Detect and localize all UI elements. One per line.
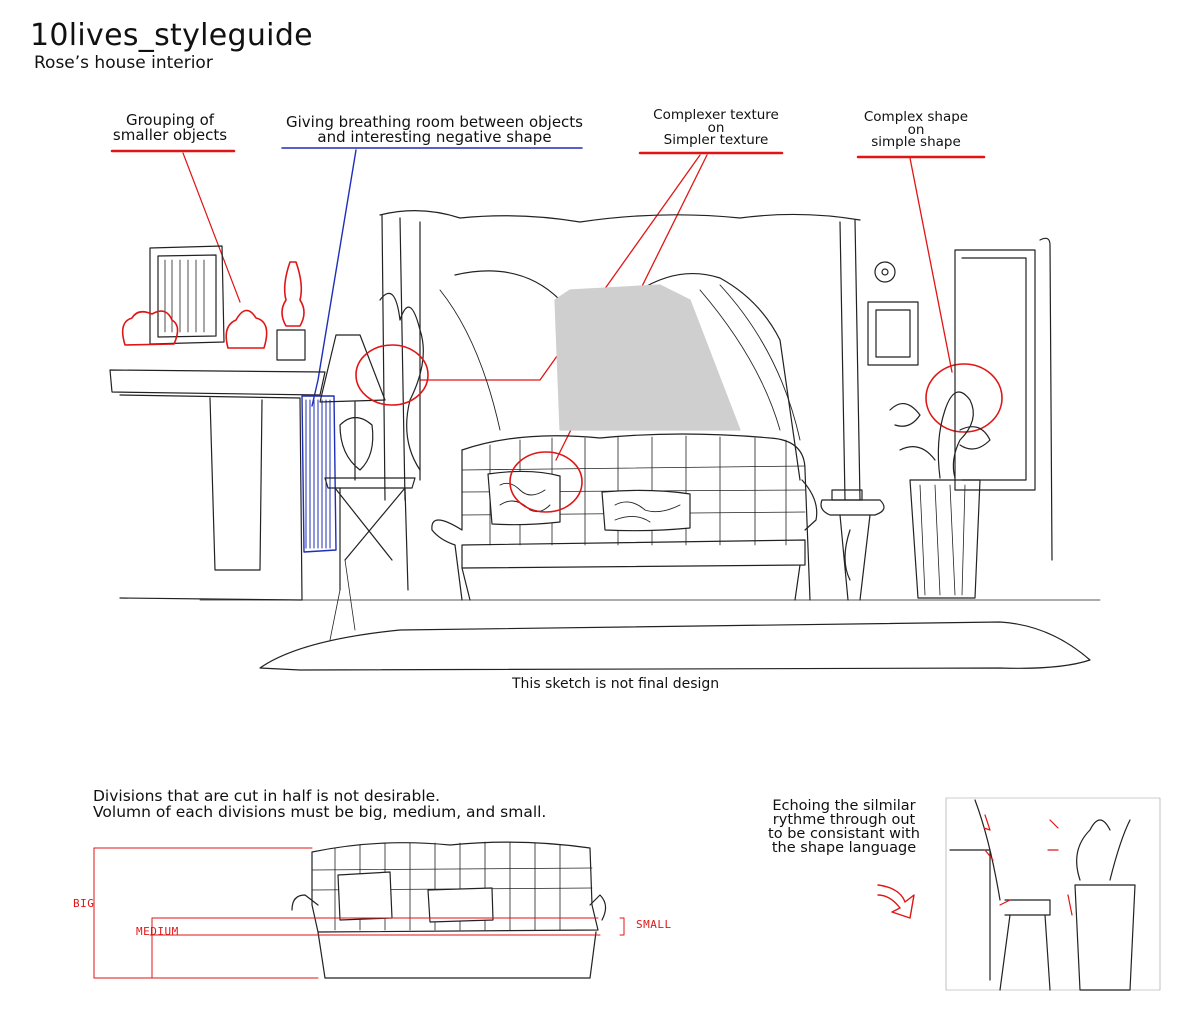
label-small: SMALL <box>636 918 672 931</box>
door-frame <box>954 249 1036 491</box>
echo-line2: rythme through out <box>772 812 916 828</box>
leader-texture-a <box>419 154 701 381</box>
cushion-left-pattern <box>499 482 551 513</box>
label-medium: MEDIUM <box>136 925 179 938</box>
sofa-left-arm <box>431 449 463 601</box>
curtain-left-folds <box>381 214 421 501</box>
annotation-texture-line2: on <box>707 119 725 136</box>
annotation-grouping-line2: smaller objects <box>112 126 228 144</box>
measure-small-bracket <box>619 917 625 936</box>
floor-strokes <box>329 559 356 641</box>
circle-cushion <box>509 451 583 513</box>
page-subtitle: Rose’s house interior <box>34 53 213 73</box>
plant-pot-left <box>121 310 179 346</box>
plant-right-leaves <box>889 403 991 461</box>
picture-stripes <box>164 259 205 333</box>
wall-clock <box>874 261 896 283</box>
annotation-breathing-line2: and interesting negative shape <box>317 128 552 146</box>
side-table-top <box>324 477 416 489</box>
annotation-breathing-line1: Giving breathing room between objects <box>285 113 583 131</box>
circle-plant-right <box>925 363 1003 433</box>
plant-right-stem <box>937 391 974 479</box>
plant-pot-right <box>225 309 268 349</box>
sofa-legs <box>461 564 801 601</box>
annotation-shape-line1: Complex shape <box>863 109 969 125</box>
plant-behind-lamp <box>379 292 424 471</box>
cushion-right-pattern <box>614 501 681 523</box>
vase-lamp <box>281 261 305 327</box>
page-title: 10lives_styleguide <box>30 18 313 53</box>
door-inner <box>961 257 1027 481</box>
echo-line4: the shape language <box>771 840 917 856</box>
echo-line3: to be consistant with <box>768 826 920 842</box>
curtain-right-folds <box>839 219 861 501</box>
echo-arrow <box>877 884 915 919</box>
echo-line1: Echoing the silmilar <box>772 798 916 814</box>
mantel-shelf <box>109 369 326 396</box>
window-light <box>554 284 741 431</box>
small-box <box>276 329 306 361</box>
mini-sketch-frame <box>945 797 1161 991</box>
leader-shape <box>909 157 953 373</box>
mantel-panel <box>209 397 263 571</box>
side-table-legs <box>334 487 409 591</box>
circle-lamp-plant <box>355 344 429 406</box>
wall-frame-inner <box>875 309 911 358</box>
radiator <box>301 395 337 553</box>
divisions-line2: Volumn of each divisions must be big, me… <box>93 803 547 821</box>
annotation-breathing: Giving breathing room between objects an… <box>262 115 607 145</box>
mini-red-marks <box>983 814 1073 916</box>
picture-frame <box>149 245 225 345</box>
rug <box>259 621 1091 671</box>
diagram-sofa-body <box>311 841 599 933</box>
picture-frame-inner <box>157 254 217 338</box>
right-table-box <box>831 489 863 501</box>
annotation-texture: Complexer texture on Simpler texture <box>636 109 796 147</box>
annotation-grouping-line1: Grouping of <box>125 111 215 129</box>
sofa-back <box>461 433 811 601</box>
lamp-shade <box>319 334 386 403</box>
planter-lines <box>919 484 966 596</box>
mini-planter <box>1074 884 1136 991</box>
wall-clock-center <box>881 268 889 276</box>
right-side-table-legs <box>839 514 871 601</box>
planter <box>909 479 981 599</box>
curtain-valance <box>379 210 861 223</box>
label-big: BIG <box>73 897 95 910</box>
cushion-left <box>487 470 561 526</box>
annotation-shape: Complex shape on simple shape <box>846 111 986 149</box>
sketch-caption: This sketch is not final design <box>512 676 720 692</box>
annotation-grouping: Grouping of smaller objects <box>100 113 240 143</box>
annotation-shape-line3: simple shape <box>871 134 961 150</box>
curtain-sheer-lines <box>439 284 801 441</box>
echo-text: Echoing the silmilar rythme through out … <box>755 798 933 856</box>
annotation-texture-line1: Complexer texture <box>653 107 779 123</box>
diagram-sofa-arms <box>291 894 607 921</box>
radiator-fins <box>305 399 331 549</box>
sofa-seat <box>461 539 806 569</box>
mini-plant <box>1076 819 1131 881</box>
sofa-right-arm <box>801 479 818 531</box>
mini-sketch-lines <box>949 799 1051 991</box>
annotation-texture-line3: Simpler texture <box>663 132 769 148</box>
leader-grouping <box>182 152 241 303</box>
right-side-table-top <box>820 499 885 516</box>
wall-frame <box>867 301 919 366</box>
diagram-cushion-right <box>427 887 494 923</box>
leader-breathing <box>311 149 357 407</box>
lamp-base <box>339 401 374 481</box>
divisions-text: Divisions that are cut in half is not de… <box>93 788 546 820</box>
wall-edge <box>1039 237 1053 561</box>
annotation-shape-line2: on <box>907 121 925 138</box>
mantel-body <box>119 394 303 601</box>
diagram-cushion-left <box>337 871 393 921</box>
divisions-line1: Divisions that are cut in half is not de… <box>93 787 441 805</box>
diagram-sofa-base <box>317 931 597 979</box>
